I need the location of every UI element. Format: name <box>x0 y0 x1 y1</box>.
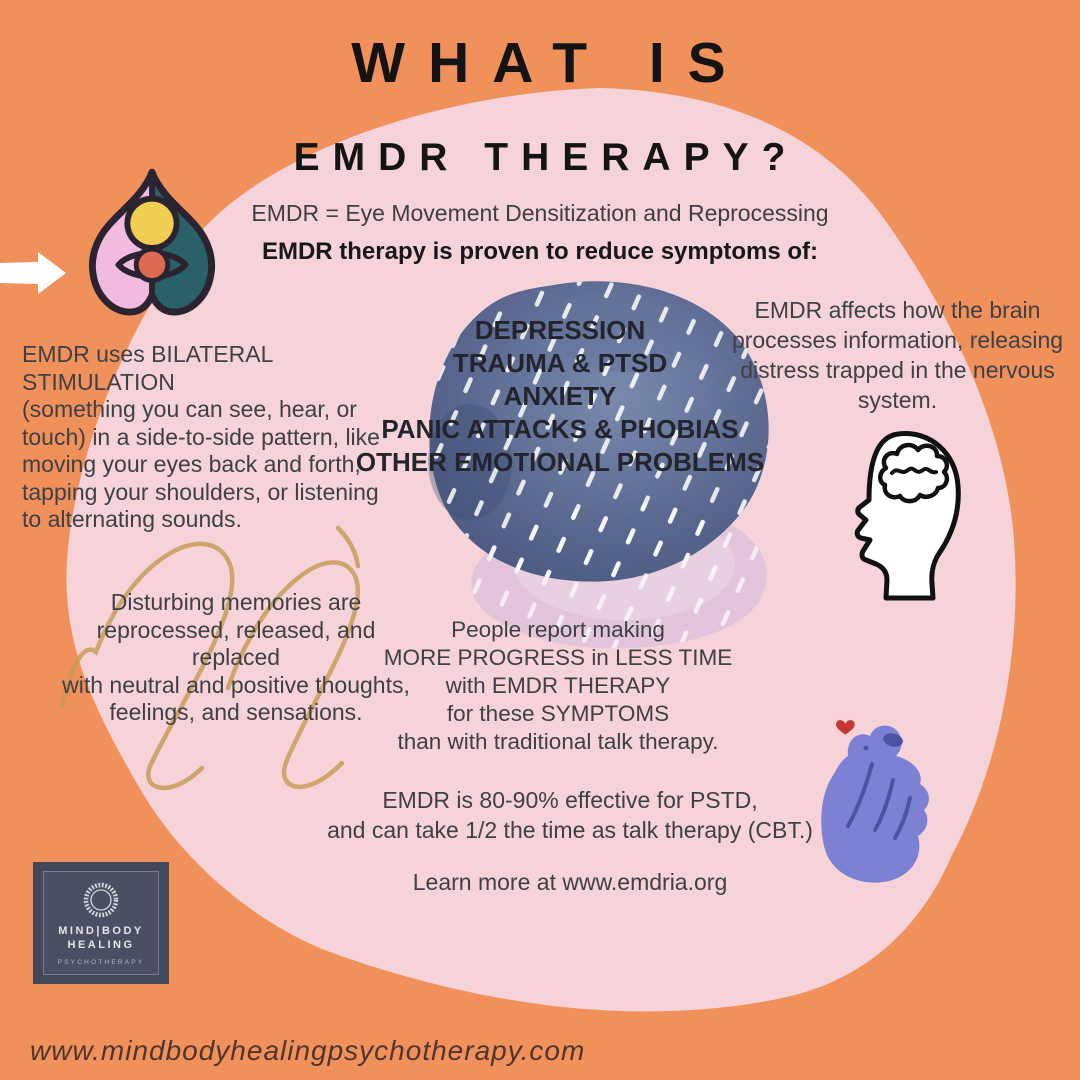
logo-inner-frame: MIND|BODY HEALING PSYCHOTHERAPY <box>43 871 159 975</box>
proven-statement: EMDR therapy is proven to reduce symptom… <box>261 238 819 265</box>
logo-card: MIND|BODY HEALING PSYCHOTHERAPY <box>33 862 169 984</box>
symptom-line: DEPRESSION <box>474 315 646 345</box>
symptom-line: ANXIETY <box>503 381 617 411</box>
logo-name: MIND|BODY HEALING <box>58 924 143 952</box>
progress-paragraph: People report making MORE PROGRESS in LE… <box>383 617 733 754</box>
page-title-line1: WHAT IS <box>351 31 749 95</box>
logo-name-line2: HEALING <box>67 939 135 951</box>
head-brain-icon <box>854 431 961 601</box>
emdr-definition: EMDR = Eye Movement Densitization and Re… <box>251 200 829 226</box>
arrow-right-icon <box>0 252 66 294</box>
symptom-line: TRAUMA & PTSD <box>452 348 668 378</box>
symptom-line: PANIC ATTACKS & PHOBIAS <box>381 414 739 444</box>
logo-subtitle: PSYCHOTHERAPY <box>57 959 145 966</box>
brain-paragraph: EMDR affects how the brain processes inf… <box>731 297 1064 413</box>
effectiveness-paragraph: EMDR is 80-90% effective for PSTD, and c… <box>327 787 813 843</box>
ring-emblem-icon <box>83 882 119 918</box>
page-title-line2: EMDR THERAPY? <box>293 136 799 179</box>
logo-name-line1: MIND|BODY <box>58 925 144 937</box>
learn-more-text: Learn more at www.emdria.org <box>412 869 728 895</box>
inverted-heart-eye-icon <box>88 168 216 316</box>
memories-paragraph: Disturbing memories are reprocessed, rel… <box>62 589 410 725</box>
website-url: www.mindbodyhealingpsychotherapy.com <box>30 1035 586 1066</box>
bilateral-paragraph: EMDR uses BILATERAL STIMULATION (somethi… <box>22 341 380 532</box>
finger-heart-icon <box>821 720 929 883</box>
symptom-line: OTHER EMOTIONAL PROBLEMS <box>355 447 765 477</box>
